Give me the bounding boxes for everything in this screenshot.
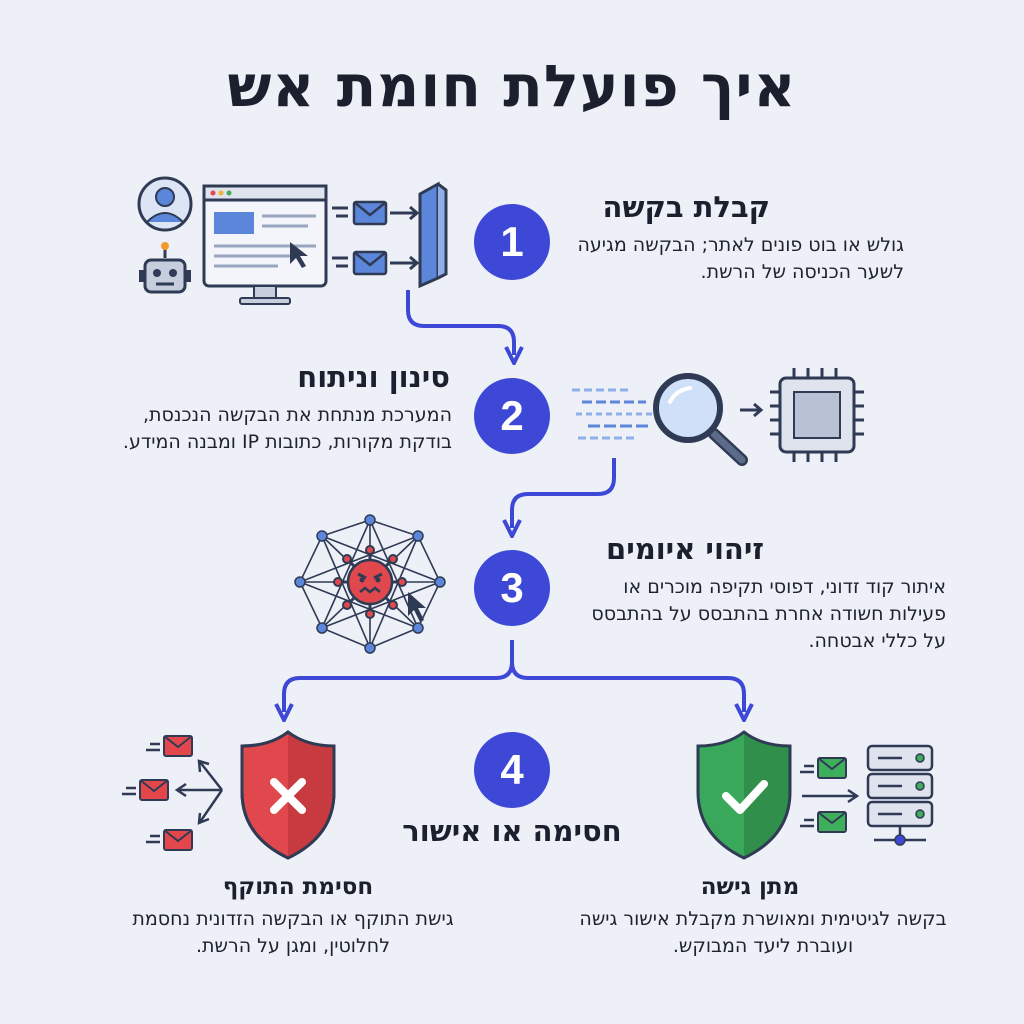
red-envelope-icon	[146, 735, 193, 757]
arrow-1-to-2	[406, 290, 514, 355]
allow-outcome-description: בקשה לגיטימית ומאושרת מקבלת אישור גישה ו…	[579, 908, 947, 957]
data-stream-icon	[572, 388, 652, 440]
server-icon	[866, 744, 934, 846]
step-4-number: 4	[474, 732, 550, 808]
step-2-number: 2	[474, 378, 550, 454]
magnifier-icon	[653, 373, 748, 466]
red-envelope-icon	[122, 779, 169, 801]
green-envelope-icon	[800, 811, 847, 833]
envelope-icon	[332, 200, 420, 226]
step-1-number: 1	[474, 204, 550, 280]
gateway-icon	[418, 181, 448, 289]
arrows-out-icon	[174, 759, 224, 825]
browser-window-icon	[202, 184, 328, 305]
page-title: איך פועלת חומת אש	[227, 52, 797, 120]
step-2-description: המערכת מנתחת את הבקשה הנכנסת, בודקת מקור…	[122, 404, 452, 453]
virus-icon	[333, 545, 407, 619]
robot-icon	[139, 242, 191, 294]
green-shield-icon	[696, 730, 792, 860]
step-3-number: 3	[474, 550, 550, 626]
cursor-icon	[408, 592, 426, 622]
red-envelope-icon	[146, 829, 193, 851]
block-outcome-title: חסימת התוקף	[222, 874, 374, 900]
red-shield-icon	[240, 730, 336, 860]
step-3-title: זיהוי איומים	[606, 532, 764, 566]
allow-outcome-title: מתן גישה	[700, 874, 800, 900]
step-4-title: חסימה או אישור	[402, 814, 622, 848]
envelope-icon	[332, 250, 420, 276]
user-avatar-icon	[137, 176, 193, 232]
arrow-right-icon	[802, 788, 860, 804]
step-3-description: איתור קוד זדוני, דפוסי תקיפה מוכרים או פ…	[591, 576, 946, 652]
arrow-right-icon	[740, 402, 764, 418]
allow-illustration	[696, 730, 934, 860]
step-1-description: גולש או בוט פונים לאתר; הבקשה מגיעה לשער…	[577, 234, 904, 283]
step-1-title: קבלת בקשה	[602, 190, 770, 224]
step-1-illustration	[137, 176, 448, 305]
processor-chip-icon	[770, 368, 864, 462]
arrow-3-split-right	[510, 661, 744, 712]
step-2-title: סינון וניתוח	[297, 360, 450, 394]
step-2-illustration	[572, 368, 864, 466]
step-3-illustration	[294, 514, 446, 654]
block-illustration	[122, 730, 336, 860]
green-envelope-icon	[800, 757, 847, 779]
arrow-2-to-3	[512, 458, 616, 528]
block-outcome-description: גישת התוקף או הבקשה הזדונית נחסמת לחלוטי…	[132, 908, 454, 957]
